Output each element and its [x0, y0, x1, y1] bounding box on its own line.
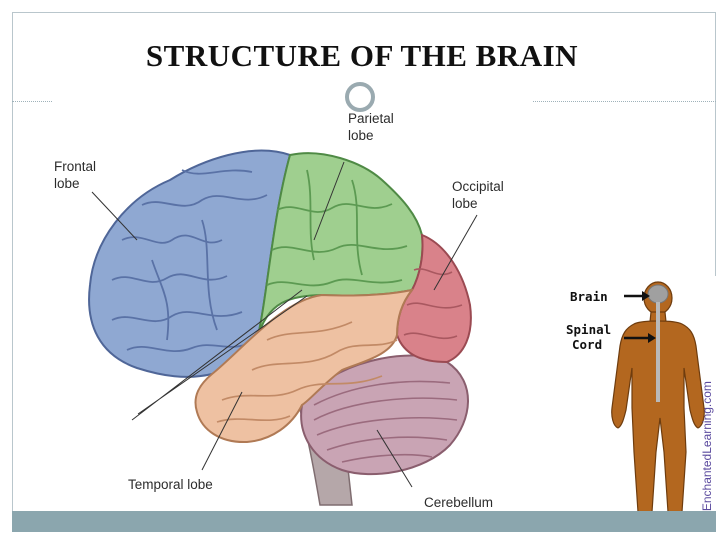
brain-diagram: Parietal lobe Frontal lobe Occipital lob…: [52, 100, 532, 518]
frontal-gyri: [111, 169, 268, 353]
cerebellum-label: Cerebellum: [424, 495, 494, 510]
body-brain-shape: [647, 284, 669, 304]
decorative-ring: [345, 82, 375, 112]
occipital-leader-line: [433, 214, 478, 291]
frontal-lobe-label: Frontal lobe: [54, 159, 97, 191]
brain-arrowhead: [642, 291, 650, 301]
temporal-gyri: [216, 321, 398, 423]
spinal-cord-shape: [656, 302, 660, 402]
temporal-extra-line: [131, 289, 308, 421]
temporal-lobe-label: Temporal lobe: [128, 477, 213, 492]
brain-illustration: [88, 149, 478, 506]
occipital-lobe-label: Occipital lobe: [452, 179, 504, 211]
temporal-leader-line: [201, 391, 243, 471]
spinal-arrowhead: [648, 333, 656, 343]
slide-title: STRUCTURE OF THE BRAIN: [145, 38, 579, 73]
body-diagram: Brain Spinal Cord: [562, 276, 720, 522]
parietal-leader-line: [313, 161, 345, 241]
cerebellum-folds: [313, 380, 458, 463]
parietal-gyri: [266, 169, 408, 287]
body-silhouette: [611, 281, 705, 513]
footer-bar: [12, 511, 716, 532]
parietal-lobe-label: Parietal lobe: [348, 111, 394, 143]
frontal-leader-line: [91, 191, 138, 241]
brain-body-label: Brain: [570, 289, 608, 304]
body-illustration: [611, 281, 705, 513]
enchanted-learning-credit: ©EnchantedLearning.com: [700, 381, 714, 520]
spinal-cord-label: Spinal Cord: [566, 322, 612, 352]
temporal-lobe-shape: [194, 288, 415, 444]
cerebellum-leader-line: [376, 429, 413, 488]
occipital-gyri: [403, 268, 463, 340]
